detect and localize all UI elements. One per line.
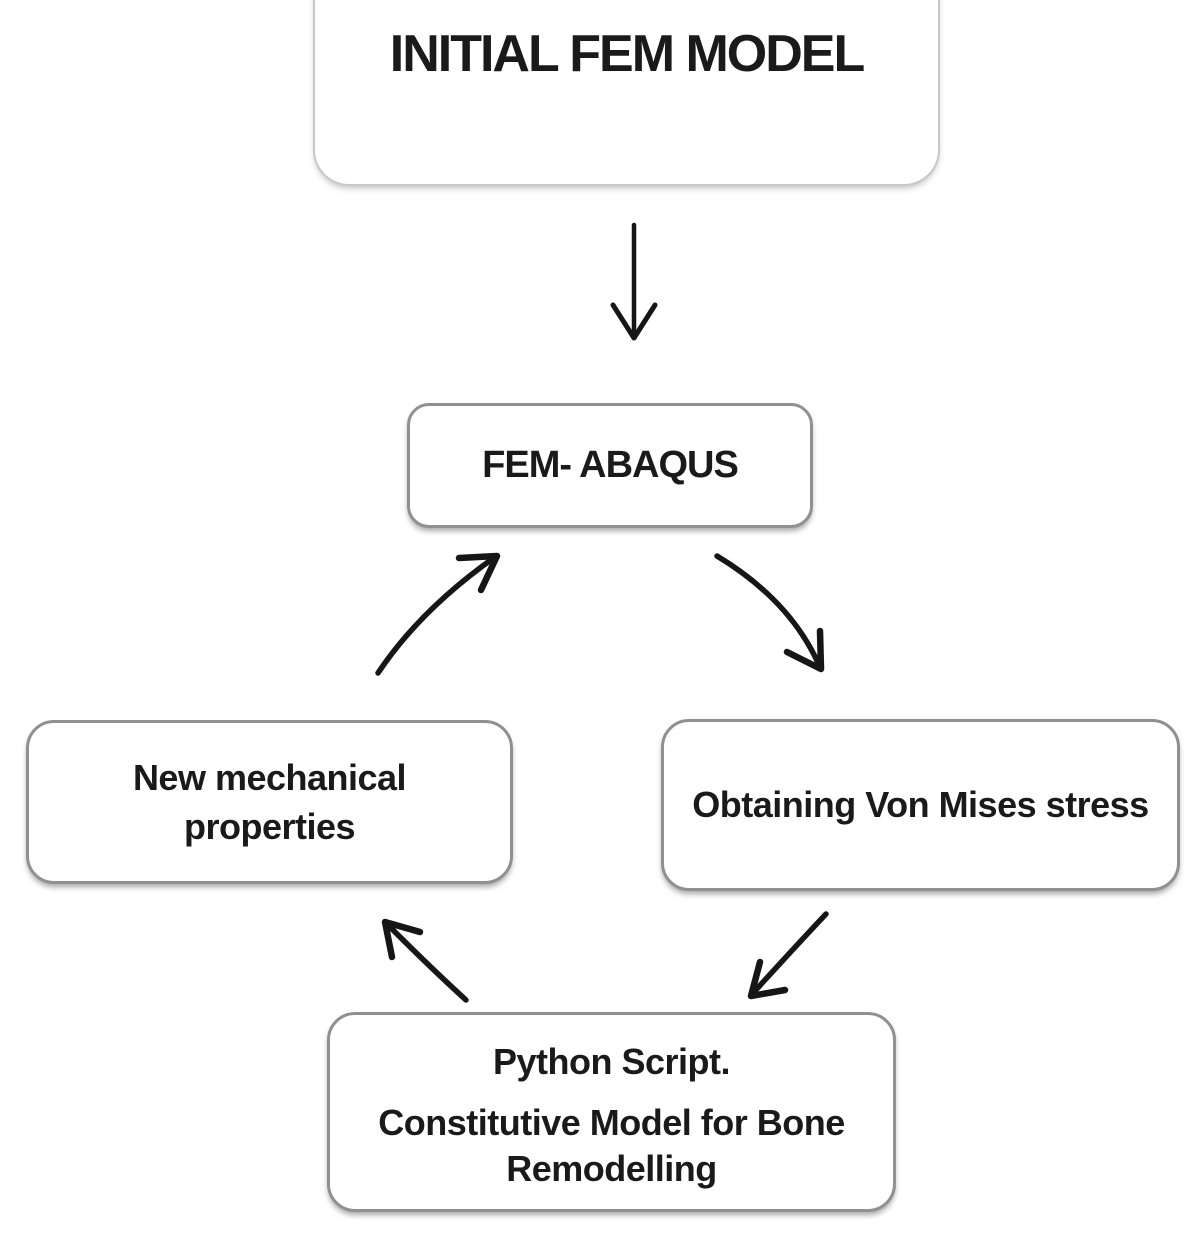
node-fem-abaqus: FEM- ABAQUS <box>407 403 813 528</box>
node-obtaining-von-mises-stress-label: Obtaining Von Mises stress <box>692 784 1149 825</box>
arrow-newmech-to-fem <box>375 552 501 676</box>
node-python-script-subtitle: Constitutive Model for Bone Remodelling <box>378 1102 845 1189</box>
arrow-python-to-newmech <box>381 918 469 1003</box>
arrow-initial-to-fem <box>610 222 658 341</box>
node-python-script-constitutive-model: Python Script. Constitutive Model for Bo… <box>327 1012 896 1212</box>
node-obtaining-von-mises-stress: Obtaining Von Mises stress <box>661 719 1180 891</box>
node-new-mechanical-properties-label: New mechanical properties <box>132 757 407 847</box>
node-initial-fem-model-label: INITIAL FEM MODEL <box>389 25 865 83</box>
arrow-vonmises-to-python <box>747 911 829 1000</box>
node-python-script-title: Python Script. <box>492 1041 731 1082</box>
arrow-fem-to-vonmises <box>714 553 825 673</box>
node-fem-abaqus-label: FEM- ABAQUS <box>482 444 739 486</box>
node-initial-fem-model: INITIAL FEM MODEL <box>313 0 940 186</box>
node-new-mechanical-properties: New mechanical properties <box>26 720 513 884</box>
